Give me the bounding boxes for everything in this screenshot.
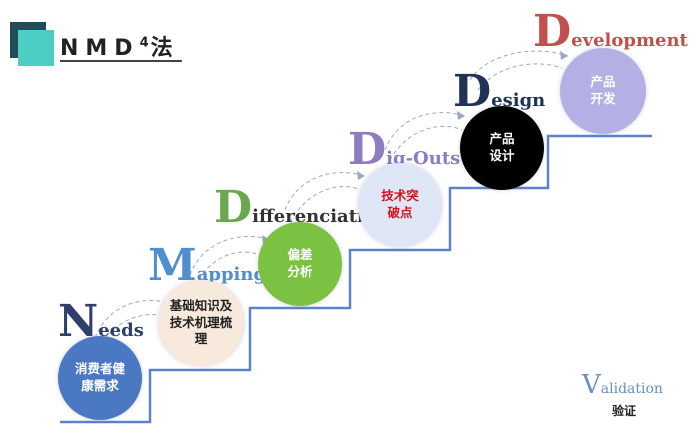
step-word-needs-rest: eeds (98, 320, 144, 341)
arrow-head-3 (357, 171, 365, 180)
step-word-development: Development (533, 10, 688, 54)
arrow-head-4 (457, 111, 465, 120)
circle-differenciation-label: 偏差分析 (287, 247, 313, 279)
circle-mapping: 基础知识及技术机理梳理 (158, 280, 244, 366)
circle-development-label: 产品开发 (590, 74, 616, 106)
circle-development: 产品开发 (560, 48, 646, 134)
circle-mapping-label: 基础知识及技术机理梳理 (169, 297, 233, 347)
arrow-4b (389, 125, 463, 161)
arrow-5b (477, 63, 563, 91)
validation-rest: alidation (600, 381, 663, 397)
step-word-mapping-rest: apping (196, 264, 267, 285)
title-sup: 4 (139, 35, 151, 51)
title-suffix: 法 (150, 36, 180, 61)
step-word-mapping: Mapping (148, 244, 266, 288)
title-main: NMD (60, 36, 140, 61)
step-word-design-rest: esign (491, 90, 546, 111)
validation-word: Validation (582, 370, 663, 400)
arrow-head-5 (560, 51, 568, 60)
step-word-dig-outs-initial: D (348, 124, 387, 175)
circle-design: 产品设计 (460, 106, 544, 190)
arrow-4 (384, 112, 466, 151)
step-word-mapping-initial: M (148, 240, 197, 291)
circle-design-label: 产品设计 (489, 131, 515, 163)
step-word-dig-outs: Dig-Outs (348, 128, 460, 172)
step-word-differenciation-initial: D (214, 182, 253, 233)
circle-dig-outs-label: 技术突破点 (381, 188, 419, 220)
stair-line (60, 134, 652, 424)
validation-label: 验证 (612, 404, 637, 418)
title-underline (60, 60, 182, 62)
step-word-development-initial: D (533, 6, 572, 57)
step-word-design-initial: D (453, 66, 492, 117)
step-word-design: Design (453, 70, 545, 114)
validation-initial: V (582, 370, 601, 400)
circle-differenciation: 偏差分析 (258, 222, 342, 306)
circle-dig-outs: 技术突破点 (358, 163, 442, 247)
step-word-differenciation-rest: ifferenciation (252, 206, 389, 227)
circle-needs: 消费者健康需求 (58, 336, 142, 420)
page-title: NMD4法 (60, 30, 180, 62)
circle-needs-label: 消费者健康需求 (74, 361, 125, 393)
step-word-differenciation: Differenciation (214, 186, 389, 230)
arrow-3 (284, 172, 366, 211)
arrow-3b (289, 186, 361, 223)
logo-square-teal (18, 30, 54, 66)
step-word-development-rest: evelopment (571, 30, 688, 51)
